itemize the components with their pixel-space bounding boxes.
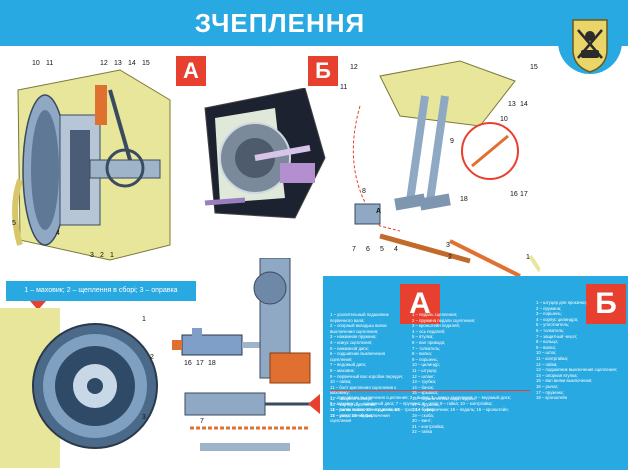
callout-number: 17 bbox=[196, 360, 204, 367]
clutch-disc-drawing bbox=[0, 308, 158, 468]
callout-number: 4 bbox=[394, 246, 398, 253]
callout-number: 8 bbox=[362, 188, 366, 195]
clutch-linkage-drawing bbox=[184, 257, 311, 451]
hydraulic-cylinder-figure: 16 17 18 bbox=[172, 320, 262, 380]
callout-number: 18 bbox=[208, 360, 216, 367]
legend-bottom-text: 1 – подшипник выключения сцепления; 2 – … bbox=[330, 395, 511, 418]
callout-number: 16 bbox=[184, 360, 192, 367]
pedal-assembly-drawing bbox=[352, 60, 542, 278]
legend-panel bbox=[323, 276, 628, 470]
callout-number: 12 bbox=[350, 64, 358, 71]
legend-column-general: 1 – усилительный подшипник первичного ва… bbox=[330, 312, 404, 424]
marker-b-top: Б bbox=[308, 56, 338, 86]
callout-number: 11 bbox=[340, 84, 348, 91]
callout-number: 1 bbox=[110, 252, 114, 259]
callout-number: 5 bbox=[12, 220, 16, 227]
clutch-3d-drawing bbox=[204, 87, 326, 219]
marker-b-legend: Б bbox=[586, 284, 626, 324]
callout-number: 2 bbox=[448, 254, 452, 261]
callout-number: 11 bbox=[46, 60, 54, 67]
callout-number: 1 bbox=[526, 254, 530, 261]
callout-number: A bbox=[376, 208, 382, 215]
callout-number: 3 bbox=[90, 252, 94, 259]
hydraulic-cylinder-drawing bbox=[172, 328, 262, 356]
legend-divider bbox=[330, 390, 530, 391]
title-bar bbox=[0, 0, 628, 46]
callout-number: 1 bbox=[142, 316, 146, 323]
caption-arrow-icon bbox=[30, 301, 46, 310]
callout-number: 17 bbox=[520, 191, 528, 198]
callout-number: 18 bbox=[460, 196, 468, 203]
figure-caption: 1 – маховик; 2 – щеплення в сборі; 3 – о… bbox=[6, 281, 196, 301]
callout-number: 10 bbox=[500, 116, 508, 123]
callout-number: 3 bbox=[446, 242, 450, 249]
callout-number: 16 bbox=[510, 191, 518, 198]
callout-number: 7 bbox=[352, 246, 356, 253]
callout-number: 10 bbox=[32, 60, 40, 67]
emblem-graphic bbox=[558, 10, 622, 74]
callout-number: 3 bbox=[142, 414, 146, 421]
callout-number: 12 bbox=[100, 60, 108, 67]
clutch-disc-figure: 1 2 3 bbox=[0, 308, 160, 468]
clutch-cutaway-drawing bbox=[12, 69, 171, 261]
callout-number: 9 bbox=[450, 138, 454, 145]
clutch-housing-cutaway-figure: 10 11 12 13 14 15 1 2 3 4 5 bbox=[0, 60, 175, 265]
callout-number: 2 bbox=[150, 354, 154, 361]
callout-number: 15 bbox=[142, 60, 150, 67]
legend-arrow-icon bbox=[308, 394, 320, 414]
marker-a-legend: А bbox=[400, 284, 440, 324]
clutch-linkage-figure: 7 bbox=[170, 257, 320, 468]
callout-number: 2 bbox=[100, 252, 104, 259]
callout-number: 5 bbox=[380, 246, 384, 253]
pedal-assembly-figure: 12 11 15 10 13 14 9 16 17 18 8 7 6 5 4 3… bbox=[340, 56, 542, 278]
callout-number: 4 bbox=[56, 230, 60, 237]
callout-number: 13 bbox=[508, 101, 516, 108]
page-title: ЗЧЕПЛЕННЯ bbox=[194, 8, 366, 38]
clutch-3d-cutaway-figure bbox=[195, 87, 330, 223]
emblem-logo bbox=[548, 2, 628, 82]
marker-a-top: А bbox=[176, 56, 206, 86]
callout-number: 14 bbox=[128, 60, 136, 67]
legend-column-a: 1 – педаль сцепления; 2 – пружина педали… bbox=[412, 312, 476, 435]
callout-number: 7 bbox=[200, 418, 204, 425]
legend-column-b: 1 – штуцер для прокачки; 2 – пружина; 3 … bbox=[536, 300, 618, 401]
callout-number: 6 bbox=[366, 246, 370, 253]
callout-number: 14 bbox=[520, 101, 528, 108]
callout-number: 13 bbox=[114, 60, 122, 67]
callout-number: 15 bbox=[530, 64, 538, 71]
